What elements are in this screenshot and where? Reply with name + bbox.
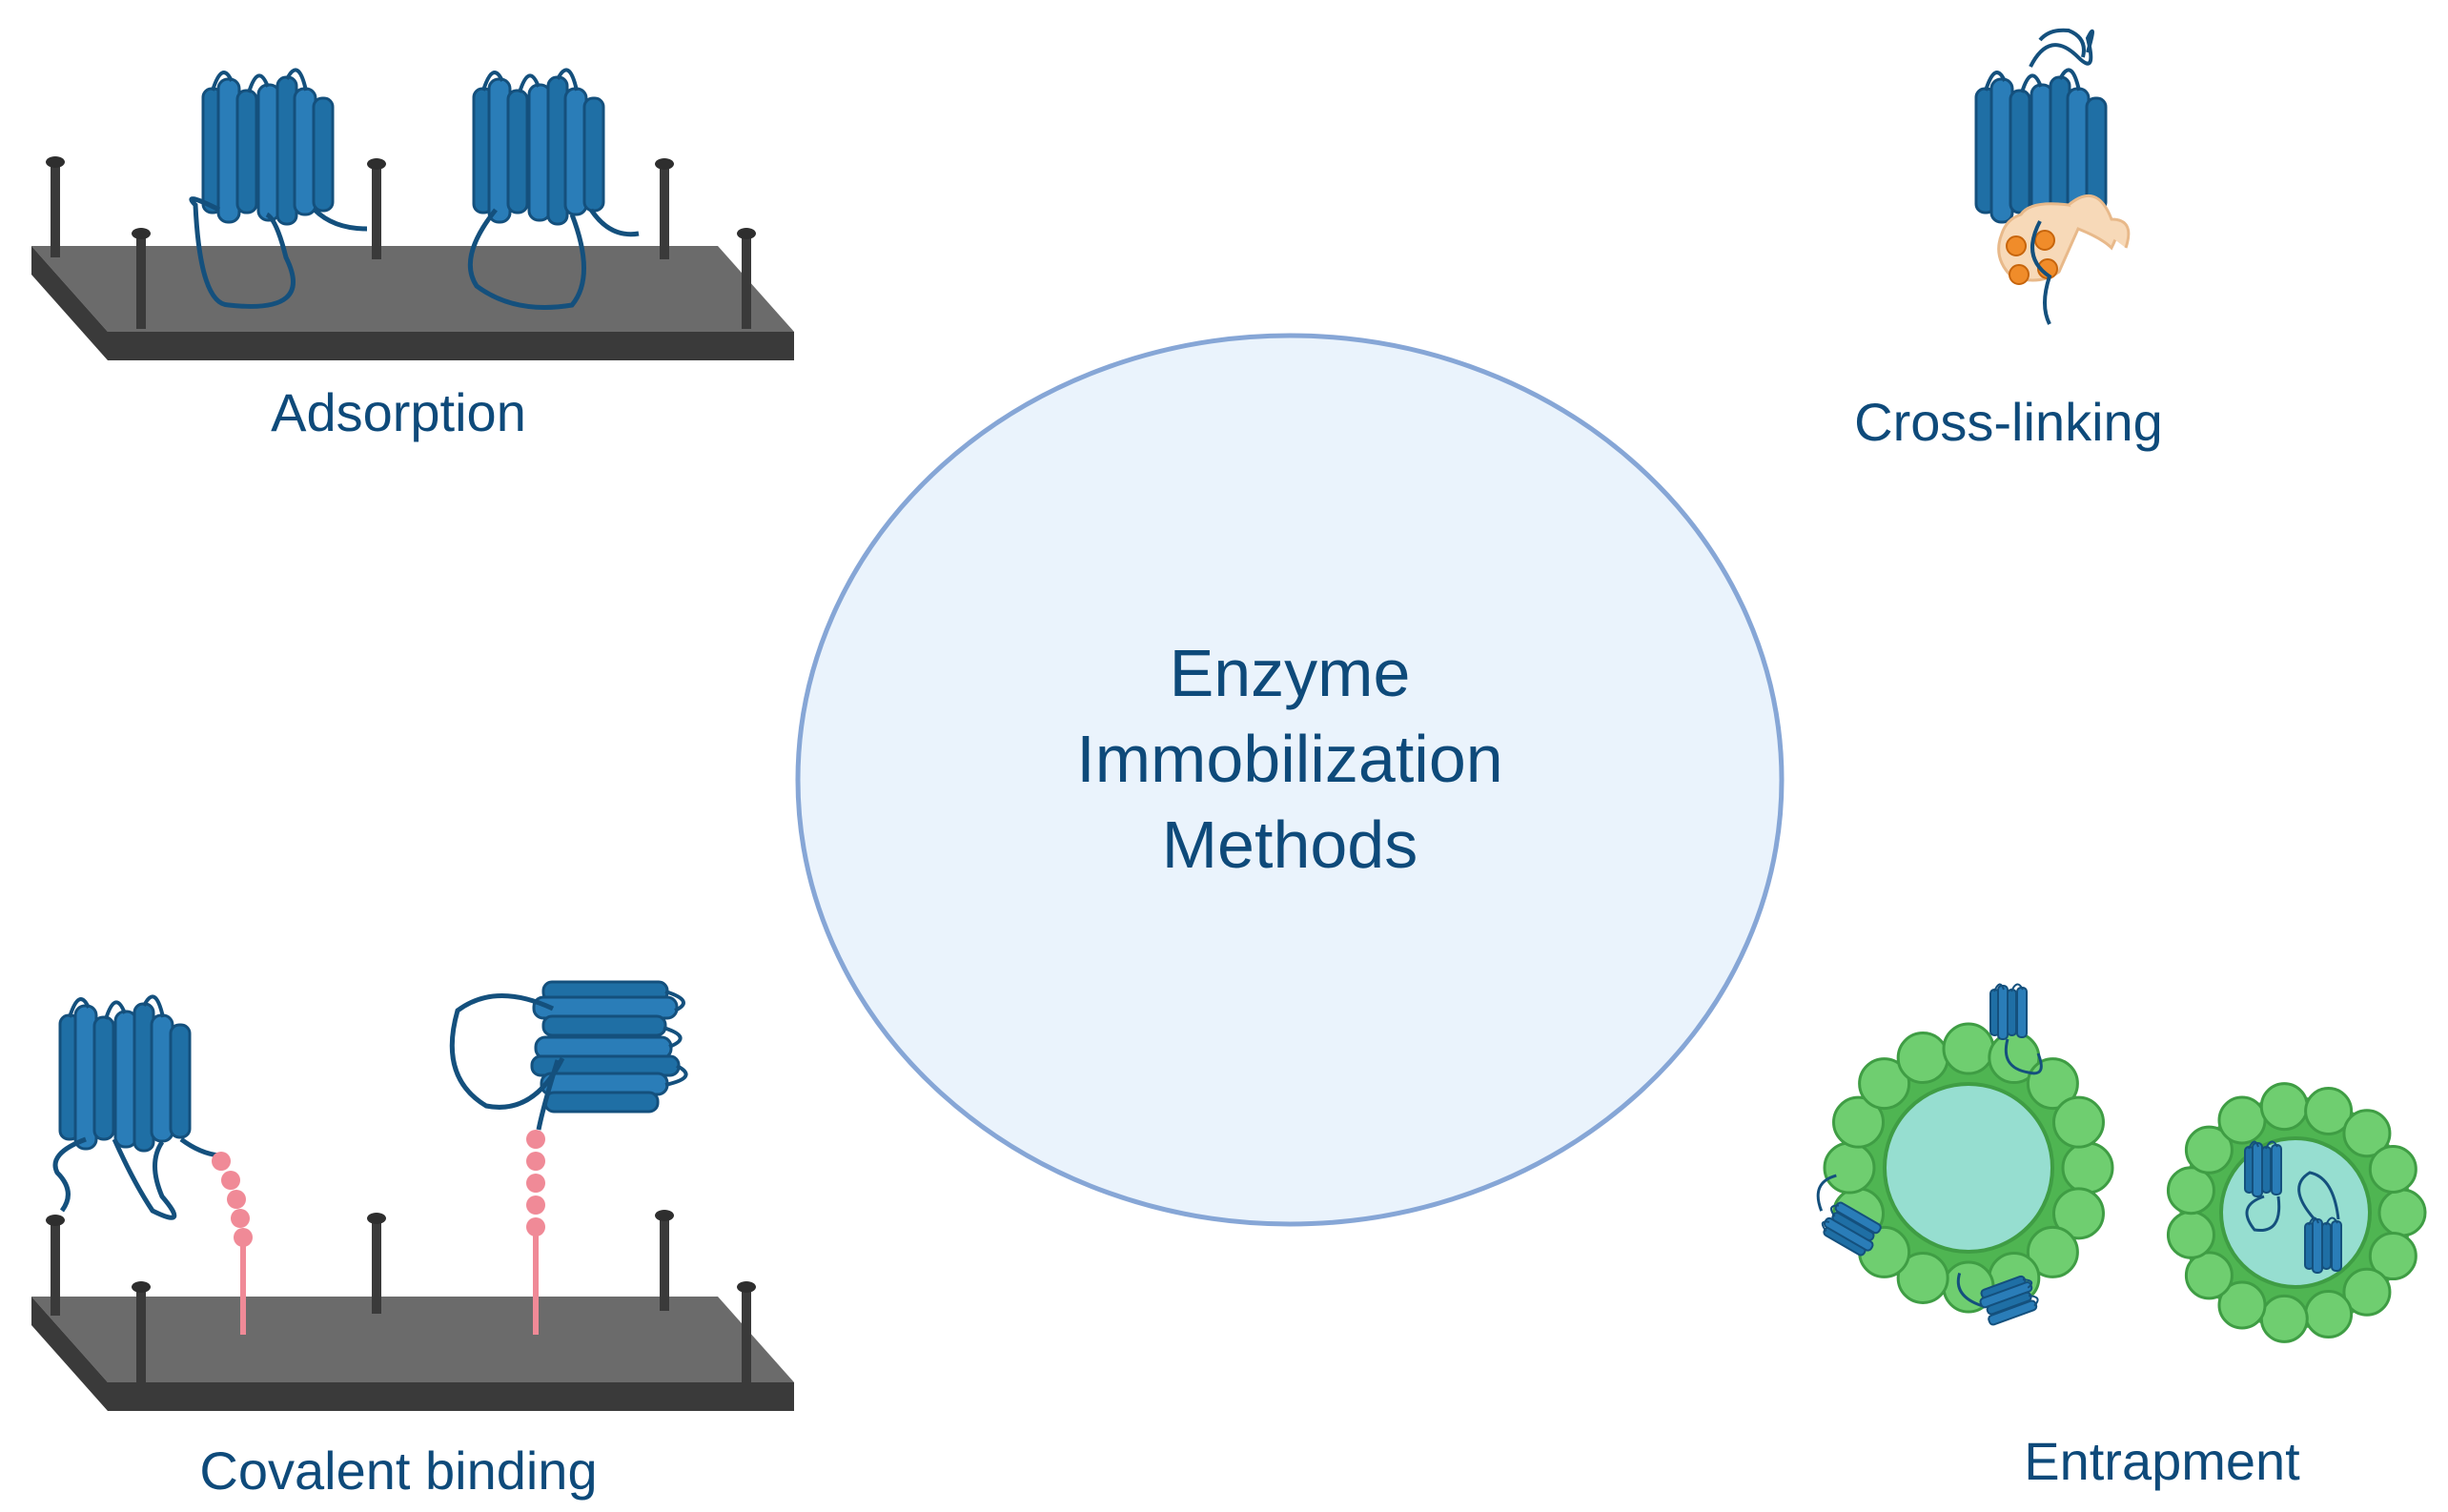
capsule-bead — [2342, 1109, 2392, 1158]
capsule-core — [1883, 1082, 2054, 1254]
capsule-bead — [2166, 1210, 2215, 1259]
capsule-bead — [1896, 1251, 1949, 1304]
entrapped-enzyme-outer-2 — [1816, 1174, 1885, 1259]
capsule-bead — [1896, 1032, 1949, 1085]
capsule-bead — [1858, 1057, 1911, 1111]
covalent-binding-illustration — [31, 980, 794, 1411]
covalent-enzyme-2 — [449, 980, 688, 1131]
capsule-bead — [1942, 1022, 1995, 1075]
capsule-bead — [2259, 1294, 2309, 1343]
adsorbed-enzyme-1 — [189, 68, 368, 309]
capsule-bead — [1832, 1095, 1886, 1149]
capsule-bead — [2026, 1225, 2079, 1278]
covalent-enzyme-1 — [52, 994, 220, 1220]
capsule-bead — [2217, 1095, 2267, 1145]
capsule-bead — [2304, 1086, 2354, 1135]
capsule-1 — [1823, 1022, 2114, 1314]
linker-chain-1 — [212, 1152, 253, 1335]
capsule-bead — [2377, 1188, 2427, 1237]
capsule-bead — [2368, 1144, 2417, 1194]
adsorption-illustration — [31, 68, 794, 360]
capsule-bead — [2304, 1290, 2354, 1339]
adsorbed-enzyme-2 — [467, 68, 640, 310]
capsule-core — [2219, 1136, 2372, 1289]
center-ellipse — [795, 333, 1785, 1227]
adsorption-label: Adsorption — [271, 382, 526, 442]
capsule-bead — [2217, 1280, 2267, 1330]
entrapment-illustration — [1816, 983, 2427, 1343]
entrapped-enzyme-inner-1 — [2244, 1140, 2282, 1233]
capsule-bead — [2061, 1141, 2114, 1195]
capsule-bead — [2166, 1166, 2215, 1216]
entrapment-label: Entrapment — [2024, 1431, 2300, 1491]
ligand-shape — [1997, 194, 2131, 282]
center-title-line-2: Immobilization — [1076, 722, 1502, 796]
cross-linked-enzyme — [1974, 28, 2108, 227]
center-title-line-3: Methods — [1162, 807, 1418, 882]
cross-linking-label: Cross-linking — [1854, 392, 2163, 452]
phosphate-groups — [2006, 230, 2058, 285]
capsule-bead — [2184, 1251, 2234, 1300]
capsule-bead — [2051, 1187, 2105, 1240]
capsule-bead — [2184, 1125, 2234, 1175]
capsule-bead — [2051, 1095, 2105, 1149]
center-title-line-1: Enzyme — [1170, 636, 1411, 710]
entrapped-enzyme-outer-1 — [1989, 983, 2043, 1075]
capsule-bead — [2342, 1267, 2392, 1317]
entrapped-enzyme-outer-3 — [1956, 1272, 2042, 1328]
capsule-bead — [2368, 1232, 2417, 1281]
capsule-2 — [2166, 1082, 2427, 1343]
cross-linking-illustration — [1974, 28, 2131, 325]
covalent-binding-label: Covalent binding — [199, 1440, 597, 1501]
entrapped-enzyme-inner-2 — [2297, 1171, 2342, 1274]
linker-chain-2 — [526, 1130, 545, 1335]
capsule-bead — [1823, 1141, 1876, 1195]
capsule-bead — [2259, 1082, 2309, 1132]
